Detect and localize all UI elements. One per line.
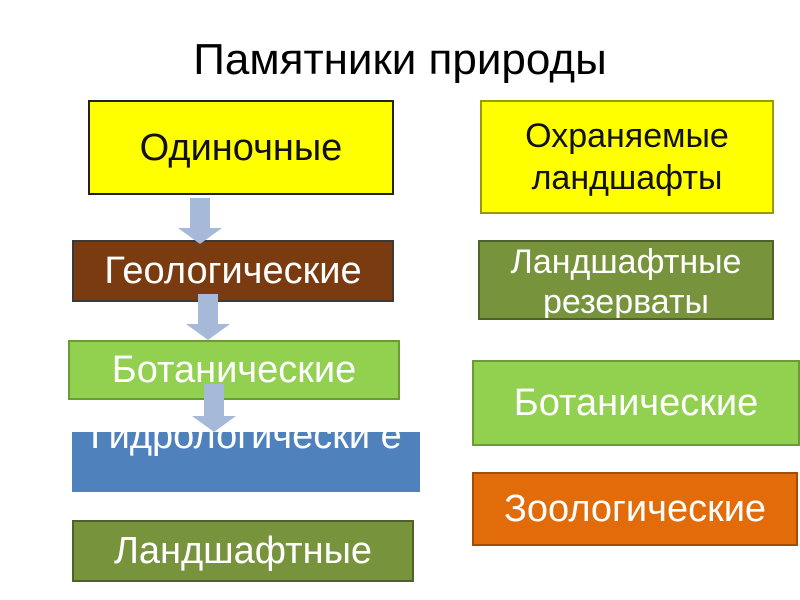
box-botanical-left: Ботанические <box>68 340 400 400</box>
box-protected-landscapes-label: Охраняемые ландшафты <box>525 117 729 197</box>
box-landscape-reserves-label: Ландшафтные резерваты <box>510 243 742 320</box>
box-zoological: Зоологические <box>472 472 798 546</box>
box-zoological-label: Зоологические <box>503 488 767 530</box>
box-landscape-left: Ландшафтные <box>72 520 414 582</box>
box-single: Одиночные <box>88 100 394 195</box>
arrow-down-icon-1 <box>178 198 222 244</box>
box-botanical-left-label: Ботанические <box>111 349 357 391</box>
box-geological: Геологические <box>72 240 394 302</box>
box-protected-landscapes: Охраняемые ландшафты <box>480 100 774 214</box>
box-geological-label: Геологические <box>104 250 362 292</box>
arrow-down-icon-3 <box>192 384 236 432</box>
box-hydrological: Гидрологически е <box>72 432 420 492</box>
box-landscape-left-label: Ландшафтные <box>113 530 373 572</box>
arrow-down-icon-2 <box>186 294 230 340</box>
box-botanical-right: Ботанические <box>472 360 800 446</box>
box-landscape-reserves: Ландшафтные резерваты <box>478 240 774 320</box>
box-single-label: Одиночные <box>139 126 343 169</box>
box-hydrological-label: Гидрологически е <box>90 432 402 457</box>
slide-title: Памятники природы <box>193 35 607 84</box>
box-botanical-right-label: Ботанические <box>513 382 759 424</box>
